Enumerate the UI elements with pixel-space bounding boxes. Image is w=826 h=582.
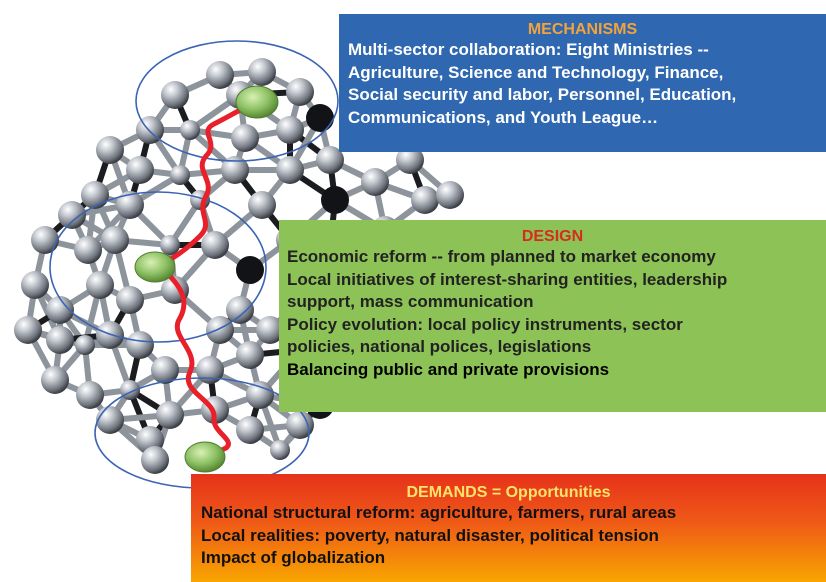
design-line: Policy evolution: local policy instrumen…: [287, 314, 683, 334]
atom: [306, 104, 334, 132]
atom: [236, 341, 264, 369]
atom: [161, 81, 189, 109]
atom: [321, 186, 349, 214]
atom: [151, 356, 179, 384]
design-line: Balancing public and private provisions: [287, 359, 610, 379]
atom: [276, 116, 304, 144]
highlight-nodes: [134, 85, 279, 473]
mechanisms-box: MECHANISMS Multi-sector collaboration: E…: [339, 14, 826, 152]
atom: [236, 256, 264, 284]
atom: [221, 156, 249, 184]
molecule-atoms: [14, 58, 464, 474]
demands-title: DEMANDS = Opportunities: [406, 484, 611, 501]
atom: [126, 156, 154, 184]
atom: [411, 186, 439, 214]
atom: [101, 226, 129, 254]
atom: [236, 416, 264, 444]
focus-rings: [49, 40, 339, 489]
atom: [286, 411, 314, 439]
atom: [141, 446, 169, 474]
atom: [41, 366, 69, 394]
atom: [248, 58, 276, 86]
atom: [14, 316, 42, 344]
atom: [248, 191, 276, 219]
middle-node: [134, 251, 176, 283]
atom: [76, 381, 104, 409]
atom: [256, 316, 284, 344]
atom: [316, 146, 344, 174]
design-line: Local initiatives of interest-sharing en…: [287, 269, 728, 289]
atom: [31, 226, 59, 254]
mechanisms-line: Social security and labor, Personnel, Ed…: [348, 85, 737, 104]
atom: [156, 401, 184, 429]
demands-line: Impact of globalization: [201, 548, 386, 567]
atom: [21, 271, 49, 299]
design-line: policies, national polices, legislations: [287, 337, 592, 356]
demands-line: National structural reform: agriculture,…: [201, 503, 677, 522]
atom: [46, 326, 74, 354]
atom: [246, 381, 274, 409]
atom: [231, 124, 259, 152]
atom: [160, 235, 180, 255]
atom: [180, 120, 200, 140]
mechanisms-title: MECHANISMS: [527, 21, 638, 38]
demands-line: Local realities: poverty, natural disast…: [201, 525, 659, 545]
atom: [116, 286, 144, 314]
atom: [226, 296, 254, 324]
bottom-node: [184, 441, 226, 473]
atom: [206, 61, 234, 89]
top-node: [235, 85, 279, 119]
demands-box: DEMANDS = Opportunities National structu…: [191, 474, 826, 582]
atom: [75, 335, 95, 355]
atom: [206, 316, 234, 344]
atom: [196, 356, 224, 384]
top-focus-ring: [135, 40, 339, 162]
middle-focus-ring: [49, 191, 267, 343]
atom: [126, 331, 154, 359]
mechanisms-line: Multi-sector collaboration: Eight Minist…: [348, 40, 709, 59]
atom: [81, 181, 109, 209]
mechanisms-line: Agriculture, Science and Technology, Fin…: [348, 62, 724, 82]
design-line: support, mass communication: [287, 292, 534, 311]
atom: [286, 78, 314, 106]
atom: [396, 146, 424, 174]
design-title: DESIGN: [521, 228, 584, 245]
atom: [270, 440, 290, 460]
atom: [116, 191, 144, 219]
atom: [46, 296, 74, 324]
atom: [86, 271, 114, 299]
atom: [96, 406, 124, 434]
design-box: DESIGN Economic reform -- from planned t…: [279, 220, 826, 412]
design-line: Economic reform -- from planned to marke…: [287, 247, 716, 266]
atom: [170, 165, 190, 185]
mechanisms-line: Communications, and Youth League…: [348, 107, 659, 127]
atom: [96, 136, 124, 164]
atom: [74, 236, 102, 264]
atom: [361, 168, 389, 196]
atom: [58, 201, 86, 229]
atom: [436, 181, 464, 209]
atom: [201, 231, 229, 259]
atom: [276, 156, 304, 184]
